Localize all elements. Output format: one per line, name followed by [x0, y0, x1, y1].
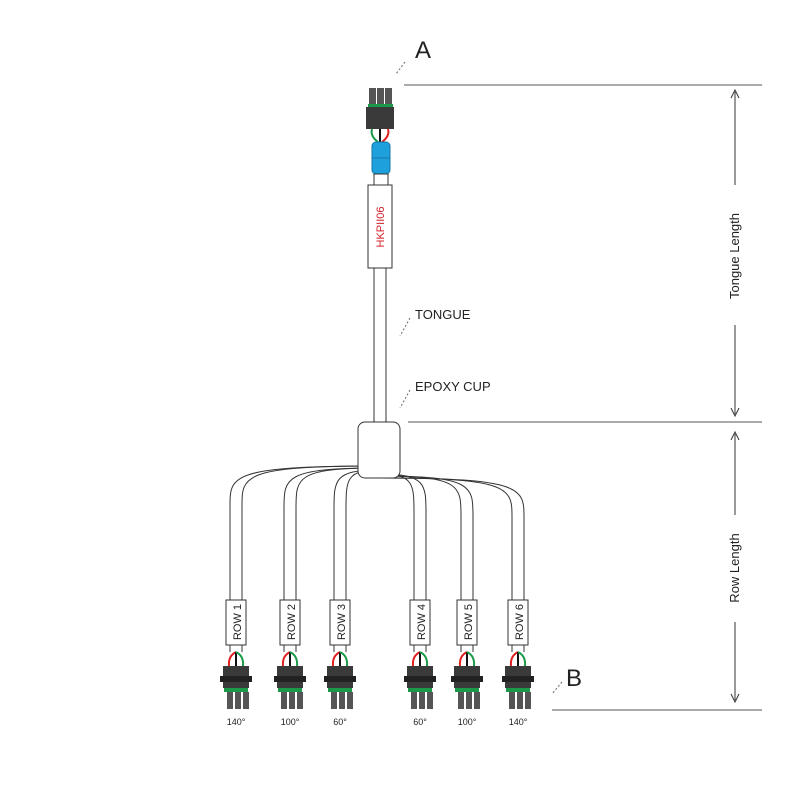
row-angle: 60°	[333, 717, 347, 727]
row-label: ROW 6	[514, 604, 526, 640]
row-label: ROW 3	[336, 604, 348, 640]
tongue-length-label: Tongue Length	[727, 213, 742, 299]
row-tag	[225, 599, 247, 646]
row-lead-4: ROW 4 60°	[378, 473, 436, 727]
row-connector	[220, 666, 252, 709]
row-angle: 140°	[509, 717, 528, 727]
row-connector	[274, 666, 306, 709]
row-length-label: Row Length	[727, 533, 742, 602]
row-lead-2: ROW 2 100°	[274, 467, 380, 727]
row-label: ROW 2	[286, 604, 298, 640]
marker-a: A	[415, 37, 431, 64]
row-lead-3: ROW 3 60°	[324, 469, 380, 727]
epoxy-cup	[357, 421, 401, 479]
row-leads: ROW 1 140° ROW 2 100° ROW 3 60° ROW 4 60° ROW 5 1…	[220, 465, 534, 727]
tongue-callout: TONGUE	[415, 307, 471, 322]
row-lead-5: ROW 5 100°	[378, 475, 483, 727]
part-number-tag	[367, 184, 393, 269]
row-angle: 100°	[281, 717, 300, 727]
marker-b: B	[566, 665, 582, 692]
row-label: ROW 4	[416, 604, 428, 640]
row-tag	[409, 599, 431, 646]
row-connector	[324, 666, 356, 709]
row-angle: 140°	[227, 717, 246, 727]
marker-a-leader	[395, 61, 406, 75]
row-label: ROW 5	[463, 604, 475, 640]
row-lead-6: ROW 6 140°	[378, 477, 534, 727]
row-tag	[507, 599, 529, 646]
row-tag	[456, 599, 478, 646]
tongue-length-dimension: Tongue Length	[727, 88, 742, 418]
row-angle: 100°	[458, 717, 477, 727]
row-connector	[404, 666, 436, 709]
row-angle: 60°	[413, 717, 427, 727]
row-label: ROW 1	[232, 604, 244, 640]
tongue-leader	[399, 317, 411, 337]
row-tag	[279, 599, 301, 646]
row-length-dimension: Row Length	[727, 430, 742, 704]
top-connector	[366, 88, 394, 143]
part-number: HKPII06	[375, 207, 387, 248]
row-connector	[502, 666, 534, 709]
row-connector	[451, 666, 483, 709]
cable-segment	[373, 173, 389, 187]
epoxy-cup-leader	[399, 389, 411, 409]
marker-b-leader	[551, 681, 563, 695]
row-tag	[329, 599, 351, 646]
row-lead-1: ROW 1 140°	[220, 465, 380, 727]
epoxy-cup-callout: EPOXY CUP	[415, 379, 491, 394]
